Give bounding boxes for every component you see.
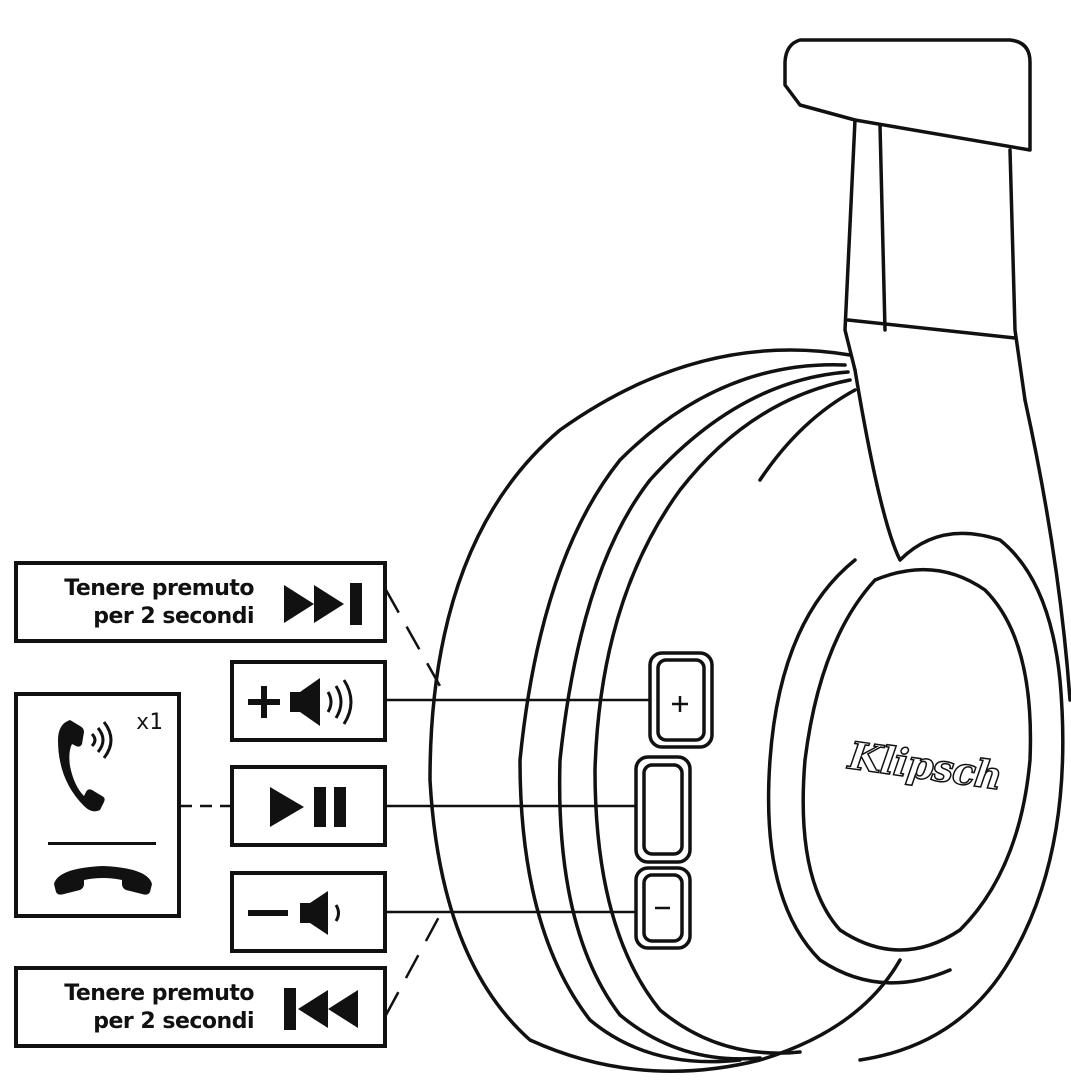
volume-up-icon: [248, 678, 353, 726]
headband-joint: [846, 318, 1017, 340]
previous-track-label-line1: Tenere premuto: [64, 981, 254, 1006]
previous-track-label: Tenere premuto per 2 secondi: [28, 980, 254, 1036]
next-track-callout: Tenere premuto per 2 secondi: [14, 561, 387, 643]
play-pause-callout: [230, 765, 387, 847]
headband-arm-left: [843, 118, 857, 372]
earcup-shell: [428, 348, 902, 1073]
skip-back-icon: [284, 988, 358, 1030]
skip-forward-icon: [284, 583, 362, 625]
connector-next-track: [384, 589, 447, 696]
headband-arm-right: [1008, 148, 1027, 402]
previous-track-callout: Tenere premuto per 2 secondi: [14, 966, 387, 1048]
volume-down-icon: [248, 891, 340, 935]
next-track-label-line2: per 2 secondi: [93, 604, 254, 629]
next-track-label: Tenere premuto per 2 secondi: [28, 575, 254, 631]
next-track-label-line1: Tenere premuto: [64, 576, 254, 601]
volume-down-callout: [230, 871, 387, 953]
headband-cap: [783, 38, 1032, 152]
play-pause-button-outline: [634, 755, 692, 864]
phone-hangup-icon: [54, 866, 152, 895]
call-callout: x1: [14, 692, 181, 918]
yoke-outer: [853, 368, 1065, 1062]
earcup-rim-2: [557, 370, 850, 1061]
previous-track-label-line2: per 2 secondi: [93, 1009, 254, 1034]
connector-previous-track: [384, 914, 442, 1016]
press-count-label: x1: [136, 710, 163, 735]
phone-ringing-icon: [58, 720, 113, 812]
earcup-rim-3: [593, 378, 852, 1055]
call-divider: [48, 842, 156, 845]
yoke-inner-plate: [801, 567, 1033, 952]
play-pause-icon: [270, 787, 346, 827]
volume-up-callout: [230, 660, 387, 742]
earcup-rim-1: [518, 363, 847, 1064]
volume-down-button-outline: [634, 866, 692, 950]
